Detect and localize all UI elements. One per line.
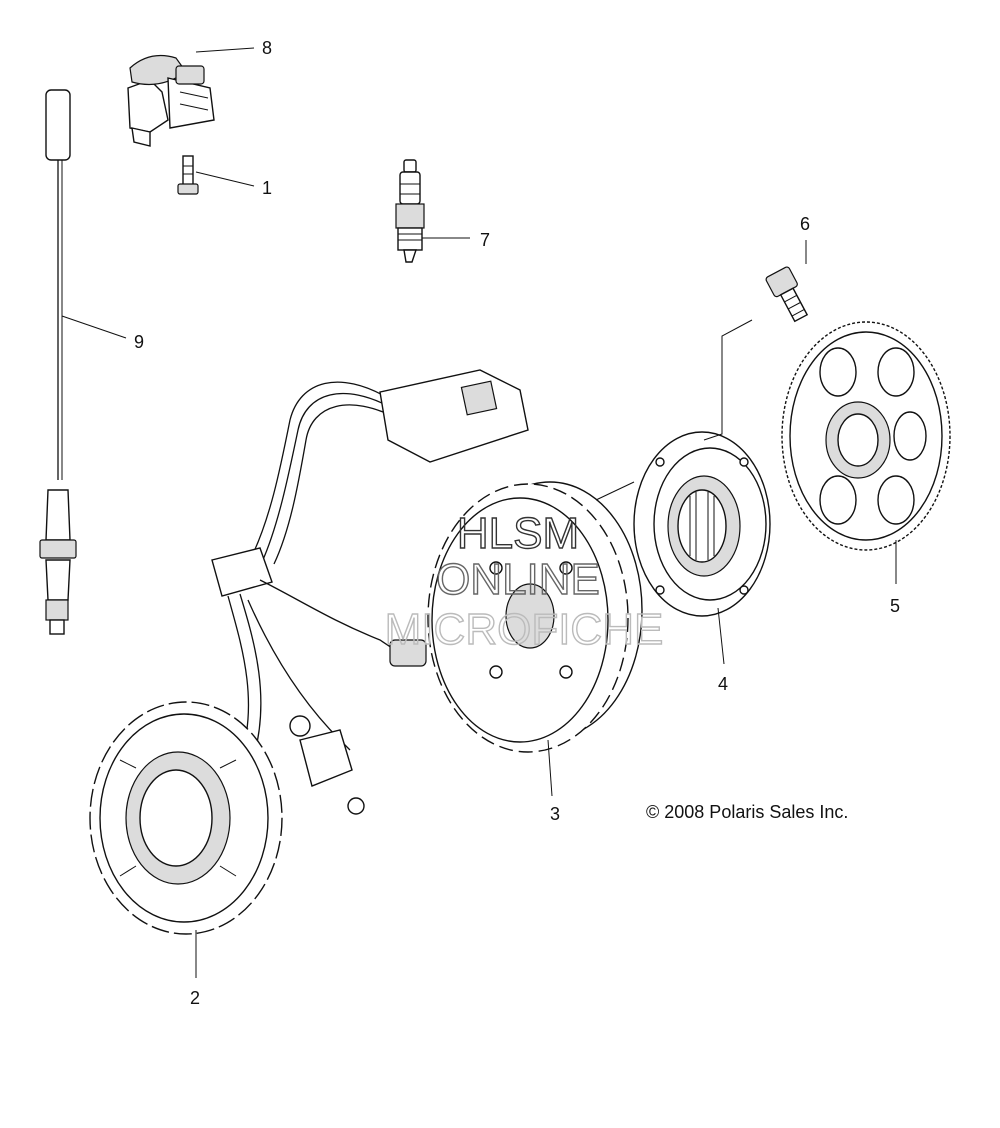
- watermark-line-3: MICROFICHE: [385, 605, 664, 654]
- callout-4: 4: [718, 674, 728, 694]
- callout-7: 7: [480, 230, 490, 250]
- part-flywheel: [427, 481, 643, 753]
- part-wiring-harness: [209, 369, 529, 815]
- part-spark-plug: [395, 159, 425, 263]
- part-screw: [765, 266, 809, 323]
- callout-8: 8: [262, 38, 272, 58]
- leader-lines: [61, 47, 897, 978]
- callout-5: 5: [890, 596, 900, 616]
- leader-1: [195, 171, 255, 187]
- part-ignition-coil: [127, 55, 215, 147]
- part-stator: [89, 701, 283, 935]
- callout-2: 2: [190, 988, 200, 1008]
- part-starter-clutch: [633, 431, 771, 617]
- watermark: HLSM ONLINE MICROFICHE: [384, 508, 664, 654]
- watermark-line-1: HLSM: [457, 509, 579, 558]
- leader-8: [195, 47, 255, 53]
- leader-4: [717, 607, 725, 665]
- callout-3: 3: [550, 804, 560, 824]
- callout-1: 1: [262, 178, 272, 198]
- watermark-line-2: ONLINE: [436, 555, 600, 604]
- part-starter-gear: [781, 321, 951, 551]
- callout-9: 9: [134, 332, 144, 352]
- leader-4b: [595, 481, 635, 501]
- part-bolt: [177, 155, 199, 195]
- leader-6b: [703, 319, 753, 441]
- copyright-notice: © 2008 Polaris Sales Inc.: [646, 802, 848, 822]
- leader-3: [547, 739, 553, 797]
- part-sensor-wire: [39, 89, 77, 635]
- callout-6: 6: [800, 214, 810, 234]
- leader-9: [61, 315, 127, 339]
